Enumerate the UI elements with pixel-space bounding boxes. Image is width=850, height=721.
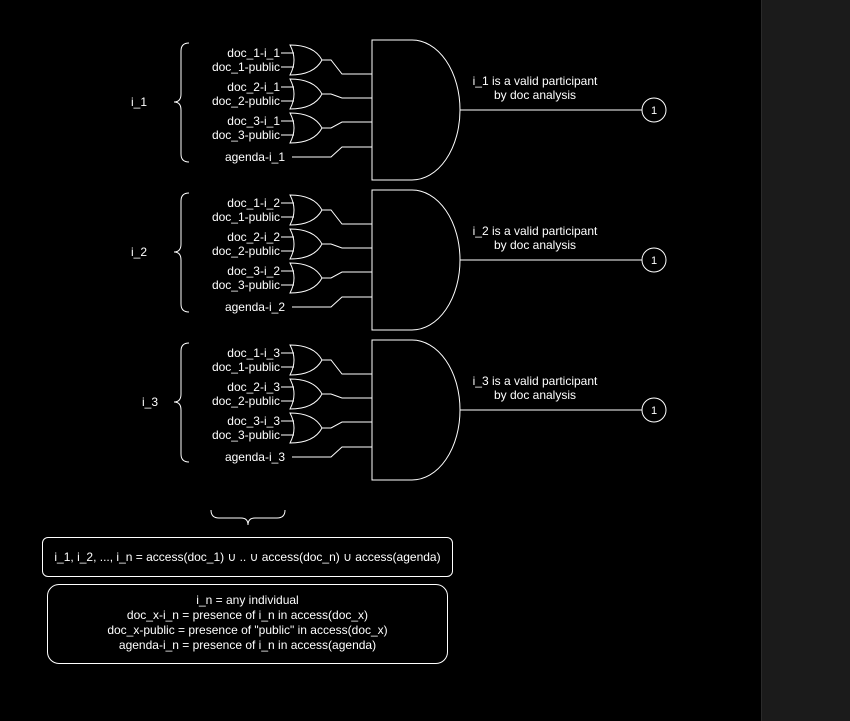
input-label: doc_1-i_2 [227,196,280,210]
connector-circle [641,97,667,123]
group-label: i_3 [142,395,158,409]
input-label: doc_2-public [212,394,280,408]
agenda-wire [292,446,372,458]
or-gate [289,412,323,444]
group-brace [173,42,190,163]
input-label: doc_3-public [212,128,280,142]
or-output-wire [322,243,372,249]
legend-line: doc_x-i_n = presence of i_n in access(do… [126,608,369,622]
or-output-wire [322,209,372,225]
input-label: agenda-i_3 [225,450,285,464]
agenda-wire [292,146,372,158]
or-gate [289,228,323,260]
input-label: doc_1-public [212,360,280,374]
connector-label: 1 [651,405,657,417]
or-gate [289,44,323,76]
output-label: by doc analysis [494,88,576,102]
group-brace [173,192,190,313]
input-label: doc_3-i_1 [227,114,280,128]
input-label: doc_2-public [212,94,280,108]
input-label: doc_1-i_3 [227,346,280,360]
connector-circle [641,397,667,423]
group-label: i_2 [131,245,147,259]
connector-circle [641,247,667,273]
or-gate [289,344,323,376]
or-output-wire [322,271,372,279]
or-gate [289,194,323,226]
output-label: by doc analysis [494,238,576,252]
legend-line: agenda-i_n = presence of i_n in access(a… [118,638,377,652]
formula-text: i_1, i_2, ..., i_n = access(doc_1) ∪ .. … [54,550,441,564]
output-label: by doc analysis [494,388,576,402]
input-label: doc_3-i_3 [227,414,280,428]
input-label: agenda-i_2 [225,300,285,314]
input-label: doc_1-public [212,210,280,224]
input-label: doc_2-i_1 [227,80,280,94]
formula-box: i_1, i_2, ..., i_n = access(doc_1) ∪ .. … [42,537,453,577]
group-label: i_1 [131,95,147,109]
output-label: i_3 is a valid participant [473,374,598,388]
or-gate [289,378,323,410]
bottom-brace [210,509,286,526]
or-output-wire [322,393,372,399]
or-output-wire [322,93,372,99]
input-label: doc_1-public [212,60,280,74]
or-gate [289,78,323,110]
legend-box: i_n = any individual doc_x-i_n = presenc… [47,584,448,664]
legend-line: doc_x-public = presence of "public" in a… [107,623,388,637]
connector-label: 1 [651,255,657,267]
connector-label: 1 [651,105,657,117]
input-label: doc_3-public [212,278,280,292]
logic-diagram: i_1doc_1-i_1doc_1-publicdoc_2-i_1doc_2-p… [131,39,667,526]
input-label: doc_2-i_2 [227,230,280,244]
input-label: doc_3-public [212,428,280,442]
or-output-wire [322,421,372,429]
and-gate [371,189,461,331]
input-label: doc_1-i_1 [227,46,280,60]
output-label: i_2 is a valid participant [473,224,598,238]
or-output-wire [322,59,372,75]
and-gate [371,39,461,181]
and-gate [371,339,461,481]
agenda-wire [292,296,372,308]
input-label: agenda-i_1 [225,150,285,164]
input-label: doc_2-i_3 [227,380,280,394]
or-output-wire [322,359,372,375]
input-label: doc_3-i_2 [227,264,280,278]
output-label: i_1 is a valid participant [473,74,598,88]
or-gate [289,262,323,294]
or-output-wire [322,121,372,129]
input-label: doc_2-public [212,244,280,258]
legend-line: i_n = any individual [196,593,299,607]
or-gate [289,112,323,144]
right-side-panel [762,0,850,721]
group-brace [173,342,190,463]
